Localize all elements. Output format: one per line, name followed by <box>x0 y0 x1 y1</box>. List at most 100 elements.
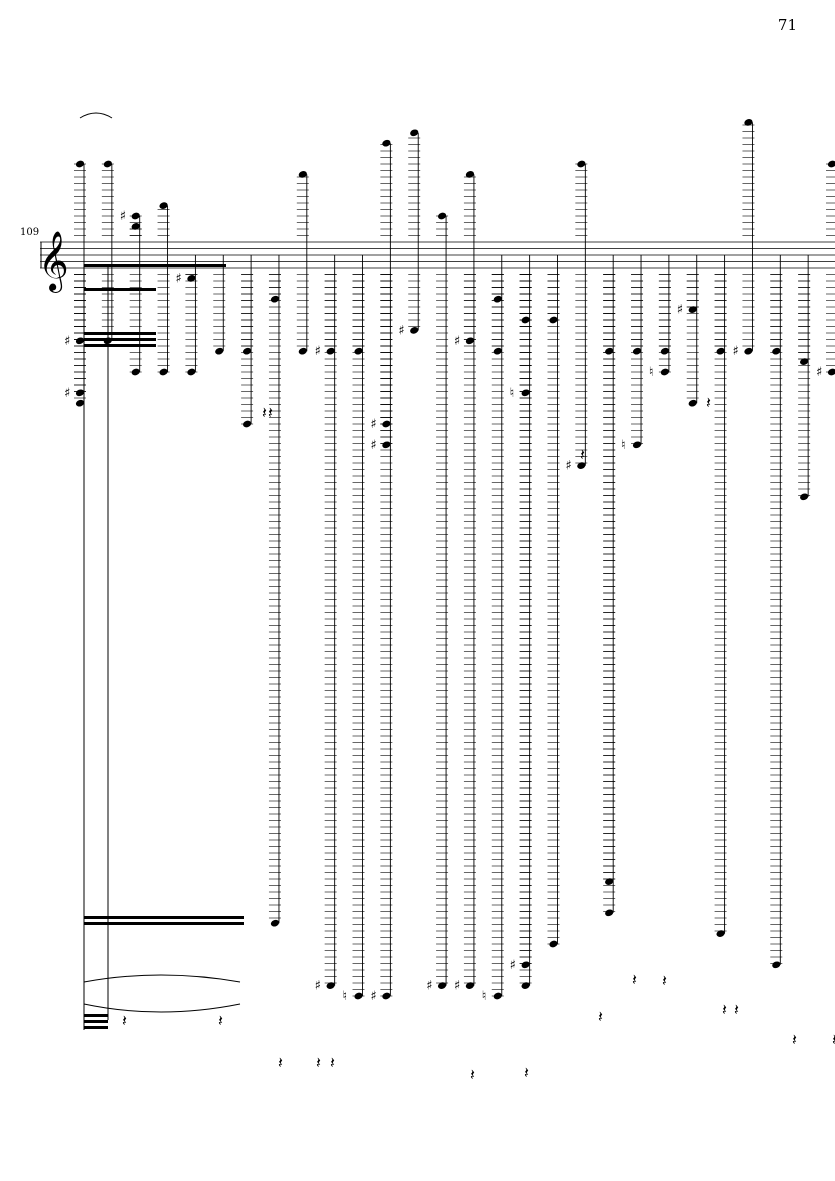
note-column: ♯ <box>175 255 198 376</box>
notehead <box>326 982 335 989</box>
beam <box>84 344 156 347</box>
sharp-icon: ♯ <box>454 334 460 349</box>
notehead <box>800 493 809 501</box>
natural-icon: ♮ <box>343 989 348 1004</box>
rest-icon: 𝄽 <box>218 1011 223 1030</box>
note-column: ♯ <box>677 255 699 407</box>
notehead <box>131 212 140 220</box>
rest-icon: 𝄽 <box>706 393 711 412</box>
note-columns: ♯♯♯♯♯♯♮♯♯♯♯♯♯♯♮♮♯♯♮♮♯♯♯ <box>64 119 835 1004</box>
rest-icon: 𝄽 <box>722 1000 727 1019</box>
note-column <box>101 160 114 345</box>
notehead <box>493 992 502 1000</box>
notehead <box>75 337 85 345</box>
beam <box>84 338 156 341</box>
page-number: 71 <box>777 16 797 34</box>
notehead <box>159 202 168 209</box>
notehead <box>354 992 363 1000</box>
natural-icon: ♮ <box>482 989 487 1004</box>
rest-icon: 𝄽 <box>662 971 667 990</box>
note-column <box>268 255 281 927</box>
sharp-icon: ♯ <box>677 303 683 318</box>
note-column: ♯ <box>732 119 755 359</box>
sharp-icon: ♯ <box>816 365 822 380</box>
notehead <box>410 129 419 137</box>
sharp-icon: ♯ <box>64 334 70 349</box>
rest-icon: 𝄽 <box>470 1065 475 1084</box>
notehead <box>437 212 447 220</box>
notehead <box>660 347 669 355</box>
note-column: ♯ <box>426 212 449 994</box>
sharp-icon: ♯ <box>370 989 376 1004</box>
notehead <box>605 909 614 917</box>
beam <box>84 922 244 925</box>
beam-group <box>79 112 244 1030</box>
notehead <box>827 368 835 376</box>
sharp-icon: ♯ <box>454 979 460 994</box>
rest-icon: 𝄽 <box>316 1053 321 1072</box>
sharp-icon: ♯ <box>175 271 181 286</box>
notehead <box>521 389 530 397</box>
note-column <box>241 255 254 428</box>
slur <box>83 1003 241 1013</box>
notehead <box>632 347 642 355</box>
notehead <box>382 139 391 147</box>
notehead <box>382 992 391 1000</box>
sharp-icon: ♯ <box>370 417 376 432</box>
beam <box>84 264 226 267</box>
notehead <box>716 347 725 355</box>
note-column: ♯ <box>565 160 588 474</box>
sharp-icon: ♯ <box>398 323 404 338</box>
notehead <box>243 347 252 355</box>
rest-icon: 𝄽 <box>268 403 273 422</box>
notehead <box>605 878 614 885</box>
note-column: ♯ <box>120 209 142 376</box>
notehead <box>521 982 530 989</box>
notehead <box>326 347 335 355</box>
notehead <box>243 420 252 428</box>
rest-icon: 𝄽 <box>580 445 585 464</box>
note-column: ♮ <box>621 255 644 453</box>
notehead <box>103 337 112 345</box>
natural-icon: ♮ <box>621 438 626 453</box>
notehead <box>688 306 697 313</box>
notehead <box>131 223 140 230</box>
note-column: ♮ <box>343 255 365 1004</box>
notehead <box>298 347 307 355</box>
natural-icon: ♮ <box>649 365 654 380</box>
note-column: ♮ <box>482 255 504 1004</box>
note-column: ♮ <box>649 255 671 380</box>
note-column <box>603 255 616 917</box>
notehead <box>270 295 280 303</box>
rest-icon: 𝄽 <box>792 1030 797 1049</box>
note-column <box>157 202 170 376</box>
notehead <box>382 441 391 449</box>
note-column <box>296 171 309 355</box>
notehead <box>215 347 224 355</box>
sharp-icon: ♯ <box>426 979 432 994</box>
notehead <box>549 940 558 948</box>
sharp-icon: ♯ <box>64 386 70 401</box>
notehead <box>465 982 475 989</box>
notehead <box>131 368 140 376</box>
notehead <box>688 399 697 407</box>
beam <box>84 1020 108 1023</box>
notehead <box>465 171 475 178</box>
notehead <box>577 160 586 168</box>
notehead <box>75 160 85 168</box>
rest-icon: 𝄽 <box>832 1030 835 1049</box>
beam <box>84 332 156 335</box>
notehead <box>772 347 781 355</box>
notehead <box>354 347 363 355</box>
notehead <box>75 399 85 407</box>
rest-icon: 𝄽 <box>598 1007 603 1026</box>
notehead <box>465 337 475 345</box>
notehead <box>605 347 614 355</box>
note-column <box>770 255 783 969</box>
beam <box>84 288 156 291</box>
tie <box>79 112 113 119</box>
notehead <box>744 347 753 355</box>
notehead <box>827 160 835 168</box>
note-column: ♯ <box>398 129 421 338</box>
